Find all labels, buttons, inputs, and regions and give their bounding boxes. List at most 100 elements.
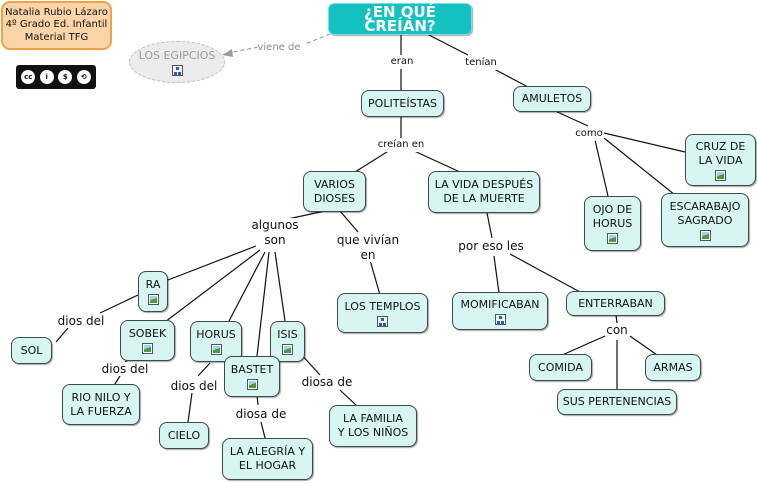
- concept-los-egipcios[interactable]: LOS EGIPCIOS: [129, 41, 225, 83]
- link-label-por-eso-les: por eso les: [458, 239, 524, 253]
- concept-vida-despues[interactable]: LA VIDA DESPUÉS DE LA MUERTE: [428, 171, 540, 213]
- link-title-tenian: [424, 32, 469, 56]
- concept-armas[interactable]: ARMAS: [645, 354, 701, 381]
- link-diosdel-sol: [55, 327, 69, 343]
- link-como-ojo: [594, 139, 609, 197]
- concept-vida-despues-line2: DE LA MUERTE: [443, 192, 525, 205]
- link-amuletos-como: [552, 109, 589, 127]
- concept-amuletos-label: AMULETOS: [521, 92, 583, 105]
- link-label-dios-del-nilo: dios del: [101, 362, 149, 376]
- link-label-viene-de: viene de: [257, 41, 301, 55]
- link-label-que-vivian: que vivían: [336, 233, 400, 247]
- image-icon[interactable]: [715, 169, 726, 181]
- link-label-diosa-de-isis: diosa de: [301, 375, 353, 389]
- nc-icon: $: [58, 70, 73, 84]
- link-creian-varios: [354, 149, 391, 173]
- link-diosdel-cielo: [187, 392, 193, 423]
- image-icon[interactable]: [282, 344, 293, 355]
- concept-pertenencias-label: SUS PERTENENCIAS: [562, 395, 672, 408]
- link-label-eran: eran: [390, 55, 414, 69]
- concept-cielo[interactable]: CIELO: [159, 422, 209, 449]
- link-como-cruz: [603, 132, 686, 153]
- author-material: Material TFG: [24, 31, 89, 43]
- link-label-dios-del-sol: dios del: [57, 314, 105, 328]
- concept-familia-line2: Y LOS NIÑOS: [337, 426, 409, 439]
- submap-icon[interactable]: [377, 315, 388, 327]
- image-icon[interactable]: [246, 379, 258, 390]
- concept-sobek-label: SOBEK: [128, 327, 167, 340]
- link-diosade-alegria: [260, 421, 266, 439]
- concept-alegria-hogar[interactable]: LA ALEGRÍA Y EL HOGAR: [222, 438, 313, 480]
- link-son-sobek: [164, 249, 261, 323]
- link-varios-quevivian: [339, 210, 359, 233]
- link-son-isis: [274, 251, 286, 322]
- concept-los-templos[interactable]: LOS TEMPLOS: [337, 293, 428, 333]
- concept-sol-label: SOL: [20, 343, 43, 357]
- link-label-tenian: tenían: [465, 56, 497, 70]
- concept-armas-label: ARMAS: [653, 360, 693, 374]
- concept-ojo-line1: OJO DE: [592, 203, 633, 216]
- concept-escarabajo-line1: ESCARABAJO: [669, 199, 741, 213]
- cc-icon: cc: [21, 70, 36, 84]
- link-label-dios-del-cielo: dios del: [170, 379, 218, 393]
- link-label-creian-en: creían en: [377, 138, 425, 152]
- concept-enterraban[interactable]: ENTERRABAN: [566, 291, 665, 316]
- concept-enterraban-label: ENTERRABAN: [578, 296, 653, 310]
- concept-familia-ninos[interactable]: LA FAMILIA Y LOS NIÑOS: [329, 405, 417, 447]
- concept-horus-label: HORUS: [196, 328, 236, 341]
- submap-icon[interactable]: [171, 64, 183, 76]
- concept-varios-dioses-line1: VARIOS: [314, 177, 355, 191]
- concept-sus-pertenencias[interactable]: SUS PERTENENCIAS: [557, 389, 677, 415]
- concept-amuletos[interactable]: AMULETOS: [513, 86, 591, 112]
- concept-ojo-de-horus[interactable]: OJO DE HORUS: [584, 196, 641, 251]
- image-icon[interactable]: [210, 344, 222, 355]
- link-creian-vida: [411, 149, 461, 173]
- concept-sol[interactable]: SOL: [11, 337, 52, 364]
- concept-horus[interactable]: HORUS: [190, 321, 242, 362]
- image-icon[interactable]: [607, 233, 618, 244]
- sa-icon: ⟲: [76, 70, 91, 84]
- link-con-armas: [629, 335, 658, 356]
- link-label-algunos: algunos: [251, 218, 299, 232]
- concept-politeistas[interactable]: POLITEÍSTAS: [361, 90, 444, 117]
- concept-sobek[interactable]: SOBEK: [120, 320, 175, 361]
- link-label-como: como: [575, 127, 603, 141]
- arrowhead: [222, 49, 233, 57]
- link-label-diosa-de-bastet: diosa de: [235, 407, 287, 421]
- concept-varios-dioses[interactable]: VARIOS DIOSES: [303, 171, 366, 212]
- link-poreso-enterraban: [509, 253, 581, 293]
- link-label-en: en: [360, 248, 376, 262]
- concept-momificaban-label: MOMIFICABAN: [460, 297, 540, 311]
- concept-los-egipcios-label: LOS EGIPCIOS: [138, 48, 216, 62]
- link-diosade-familia: [339, 389, 359, 408]
- concept-ra-label: RA: [145, 278, 161, 291]
- link-con-comida: [559, 335, 606, 357]
- concept-rio-nilo-line1: RIO NILO Y: [71, 390, 131, 404]
- link-enterraban-con: [615, 314, 618, 324]
- concept-bastet-label: BASTET: [230, 363, 274, 376]
- concept-bastet[interactable]: BASTET: [224, 356, 280, 397]
- concept-comida-label: COMIDA: [538, 360, 583, 374]
- concept-rio-nilo-line2: LA FUERZA: [70, 404, 132, 418]
- concept-title[interactable]: ¿EN QUÉ CREÍAN?: [328, 3, 472, 35]
- concept-cruz-de-la-vida[interactable]: CRUZ DE LA VIDA: [685, 134, 756, 186]
- license-badge[interactable]: cc i $ ⟲: [16, 65, 96, 89]
- image-icon[interactable]: [142, 343, 153, 354]
- concept-varios-dioses-line2: DIOSES: [313, 191, 356, 205]
- by-icon: i: [39, 70, 54, 84]
- concept-isis-label: ISIS: [277, 328, 298, 341]
- link-ra-diosdel: [99, 294, 139, 314]
- link-horus-diosdel: [197, 362, 211, 377]
- concept-escarabajo-sagrado[interactable]: ESCARABAJO SAGRADO: [661, 193, 749, 247]
- concept-rio-nilo[interactable]: RIO NILO Y LA FUERZA: [62, 384, 140, 425]
- concept-isis[interactable]: ISIS: [270, 321, 305, 362]
- concept-momificaban[interactable]: MOMIFICABAN: [452, 292, 548, 330]
- image-icon[interactable]: [147, 294, 159, 305]
- concept-comida[interactable]: COMIDA: [529, 354, 592, 381]
- concept-ra[interactable]: RA: [138, 271, 168, 312]
- link-son-ra: [167, 245, 257, 281]
- submap-icon[interactable]: [494, 313, 506, 325]
- image-icon[interactable]: [699, 229, 711, 241]
- concept-alegria-line2: EL HOGAR: [238, 459, 297, 472]
